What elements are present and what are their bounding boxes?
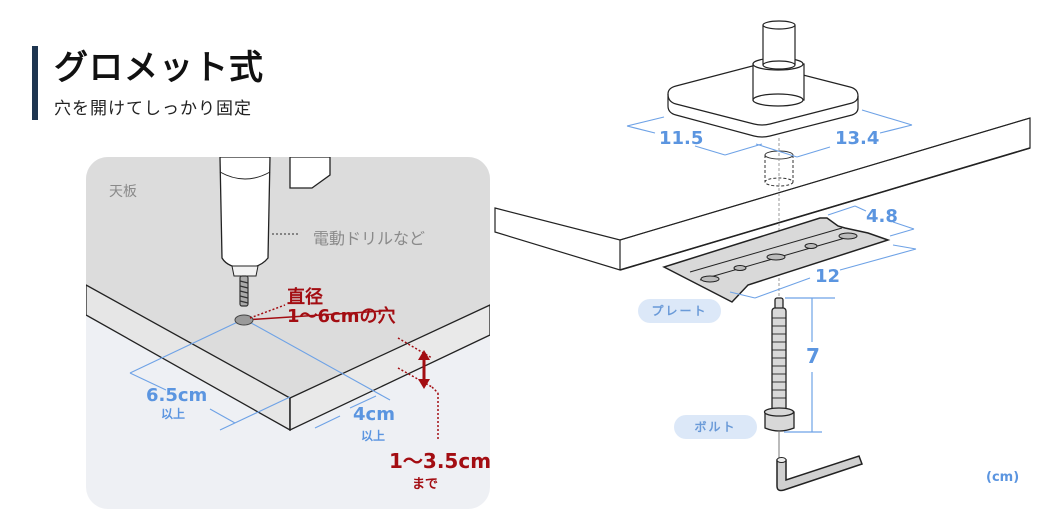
- grommet-sleeve: [764, 150, 794, 187]
- mounting-plate: [662, 217, 891, 303]
- side-clearance-note: 以上: [361, 429, 386, 443]
- front-clearance-note: 以上: [161, 407, 186, 421]
- hole-icon: [234, 314, 254, 326]
- plate-width-value: 4.8: [866, 206, 898, 227]
- bolt: [763, 297, 795, 432]
- desktop-surface: [86, 157, 490, 398]
- thickness-arrow: [418, 350, 430, 389]
- base-depth-value: 11.5: [659, 128, 704, 149]
- unit-label: (cm): [986, 470, 1020, 485]
- thickness-value: 1〜3.5cm: [389, 449, 492, 473]
- plate-length-value: 12: [815, 266, 841, 287]
- plate-label: プレート: [638, 299, 721, 323]
- base-width-value: 13.4: [835, 128, 880, 149]
- desktop-label: 天板: [109, 184, 137, 200]
- page-title: グロメット式: [54, 48, 264, 88]
- hex-key-icon: [776, 455, 863, 492]
- bolt-label: ボルト: [674, 415, 757, 439]
- page-subtitle: 穴を開けてしっかり固定: [54, 99, 252, 119]
- drilling-panel: [86, 157, 490, 509]
- drill-label: 電動ドリルなど: [313, 229, 426, 248]
- thickness-note: まで: [412, 477, 439, 492]
- clearance-dimension-lines: [129, 318, 391, 431]
- front-clearance-value: 6.5cm: [146, 385, 208, 406]
- hole-diameter-label-line2: 1〜6cmの穴: [287, 306, 396, 327]
- desk-slab: [494, 117, 1031, 271]
- drilling-illustration: [86, 157, 490, 440]
- bolt-length-value: 7: [806, 344, 820, 368]
- drill-icon: [219, 157, 331, 307]
- title-accent-bar: [32, 46, 38, 120]
- monitor-base: [667, 20, 859, 138]
- hole-diameter-label-line1: 直径: [287, 287, 323, 308]
- side-clearance-value: 4cm: [353, 404, 395, 425]
